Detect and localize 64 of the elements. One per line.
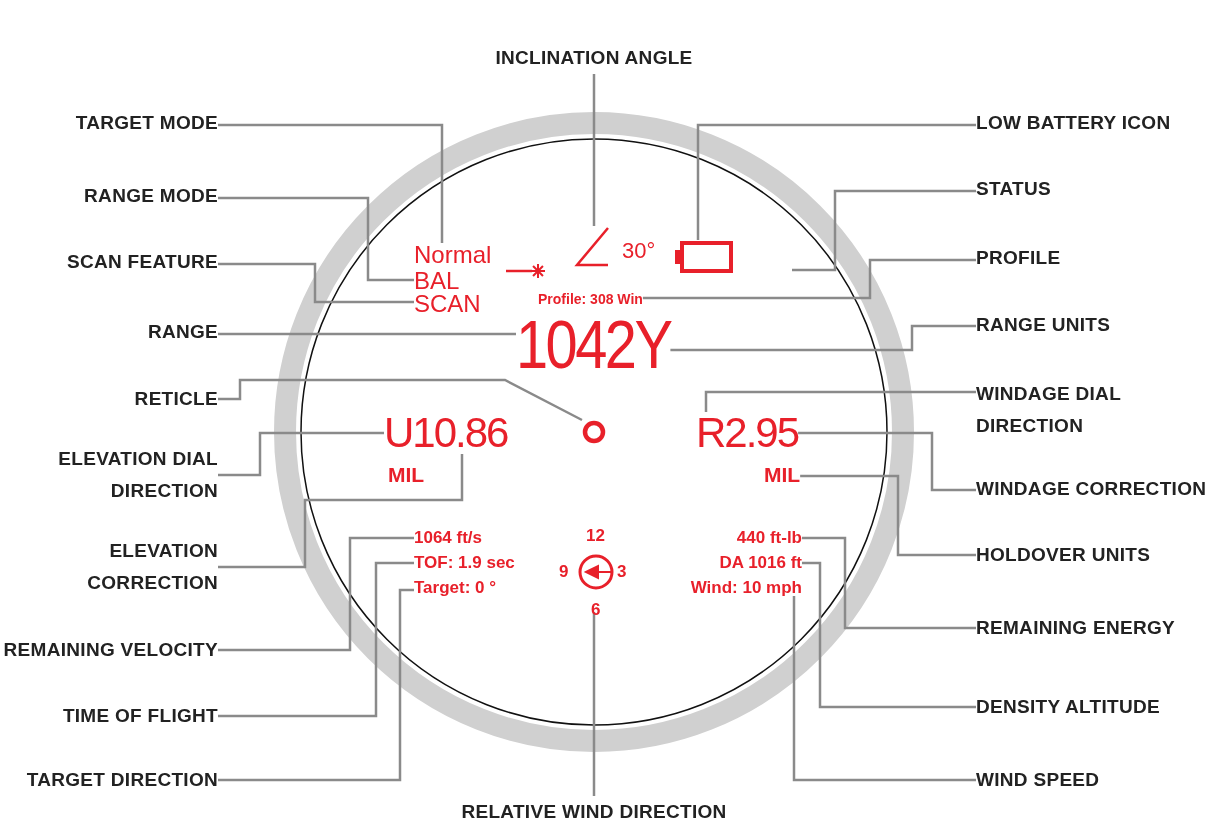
callout-label: TIME OF FLIGHT: [62, 700, 218, 732]
display-readout: 1042Y: [516, 310, 671, 378]
leader-line: [696, 123, 976, 240]
leader-line: [218, 454, 464, 569]
display-readout: BAL: [414, 269, 460, 293]
display-readout: Profile: 308 Win: [538, 292, 643, 306]
display-readout: TOF: 1.9 sec: [414, 554, 515, 571]
leader-line: [218, 561, 414, 718]
leader-line: [218, 378, 583, 422]
callout-label: DENSITY ALTITUDE: [976, 691, 1160, 723]
display-readout: Normal: [414, 243, 492, 267]
callout-label: TARGET DIRECTION: [26, 764, 218, 796]
leader-line: [218, 123, 444, 243]
leader-line: [802, 536, 976, 630]
display-readout: U10.86: [384, 412, 508, 454]
callout-label: RANGE: [147, 316, 218, 348]
leader-line: [218, 332, 516, 336]
display-readout: MIL: [764, 464, 801, 485]
display-readout: MIL: [388, 464, 425, 485]
display-readout: SCAN: [414, 292, 481, 316]
callout-label: REMAINING ENERGY: [976, 612, 1176, 644]
leader-line: [218, 431, 384, 477]
callout-label: PROFILE: [976, 242, 1061, 274]
display-readout: Target: 0 °: [414, 579, 497, 596]
leader-line: [218, 262, 414, 304]
display-readout: 1064 ft/s: [414, 529, 483, 546]
clock-number: 6: [591, 601, 601, 618]
callout-label: STATUS: [976, 173, 1051, 205]
leader-line: [792, 596, 976, 782]
callout-label: SCAN FEATURE: [66, 246, 218, 278]
leader-line: [218, 536, 414, 652]
display-readout: Wind: 10 mph: [690, 579, 802, 596]
callout-label: HOLDOVER UNITS: [976, 539, 1151, 571]
callout-label: ELEVATION DIAL DIRECTION: [48, 443, 218, 507]
leader-line: [642, 258, 976, 300]
callout-label: WINDAGE CORRECTION: [976, 473, 1207, 505]
leader-line: [802, 561, 976, 709]
leader-line: [792, 189, 976, 272]
leader-line: [218, 196, 414, 282]
leader-line: [704, 390, 976, 412]
display-readout: R2.95: [696, 412, 799, 454]
callout-label: LOW BATTERY ICON: [976, 107, 1171, 139]
callout-label: RANGE MODE: [84, 180, 218, 212]
display-readout: DA 1016 ft: [719, 554, 802, 571]
leader-line: [218, 588, 414, 782]
leader-line: [592, 612, 596, 796]
clock-number: 3: [617, 563, 627, 580]
callout-label: WINDAGE DIAL DIRECTION: [976, 378, 1166, 442]
callout-label: RANGE UNITS: [976, 309, 1111, 341]
callout-label: ELEVATION CORRECTION: [78, 535, 218, 599]
leader-line: [670, 324, 976, 352]
callout-label: RETICLE: [134, 383, 218, 415]
callout-label: TARGET MODE: [75, 107, 218, 139]
leader-line: [798, 431, 976, 492]
callout-label: REMAINING VELOCITY: [3, 634, 218, 666]
leader-line: [592, 74, 596, 226]
callout-label: RELATIVE WIND DIRECTION: [394, 796, 794, 828]
leader-line: [800, 474, 976, 557]
callout-label: INCLINATION ANGLE: [394, 42, 794, 74]
clock-number: 12: [586, 527, 605, 544]
display-readout: 30°: [622, 240, 656, 262]
clock-number: 9: [559, 563, 569, 580]
callout-label: WIND SPEED: [976, 764, 1100, 796]
display-readout: 440 ft-lb: [736, 529, 802, 546]
